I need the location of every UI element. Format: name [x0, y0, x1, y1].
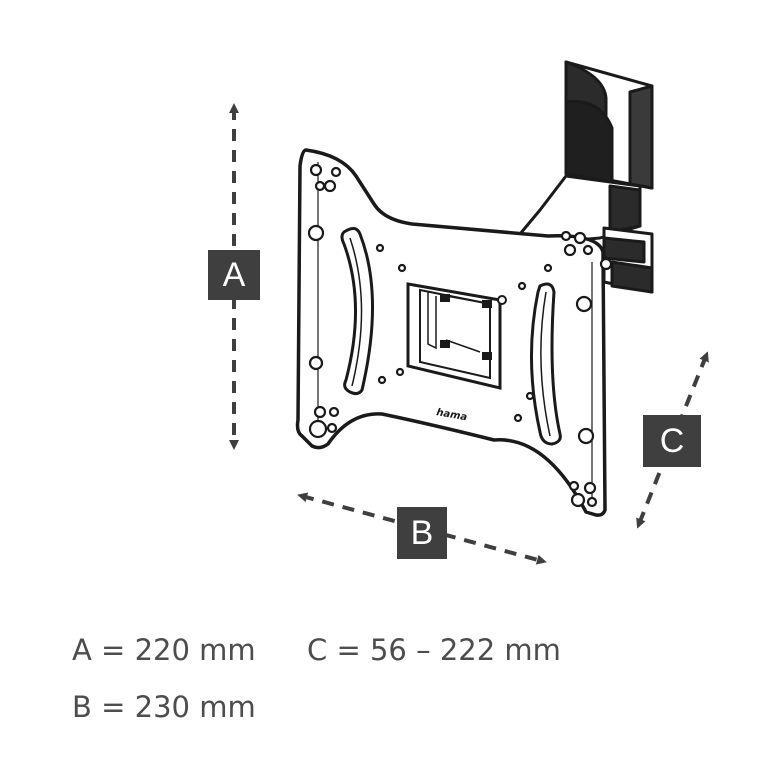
- dimension-label-b: B: [397, 507, 447, 559]
- dimension-a-value: A = 220 mm: [72, 633, 256, 667]
- center-hub: [406, 282, 507, 390]
- dimension-c-value: C = 56 – 222 mm: [307, 633, 561, 667]
- dimension-label-c: C: [643, 415, 701, 467]
- dimension-b-value: B = 230 mm: [72, 690, 256, 724]
- dimension-label-a: A: [208, 250, 260, 300]
- mounting-holes: [307, 163, 613, 508]
- tv-plate: hama: [295, 148, 613, 517]
- swing-arm: [508, 174, 654, 294]
- brand-logo: hama: [435, 407, 468, 423]
- wall-bracket: [564, 60, 654, 190]
